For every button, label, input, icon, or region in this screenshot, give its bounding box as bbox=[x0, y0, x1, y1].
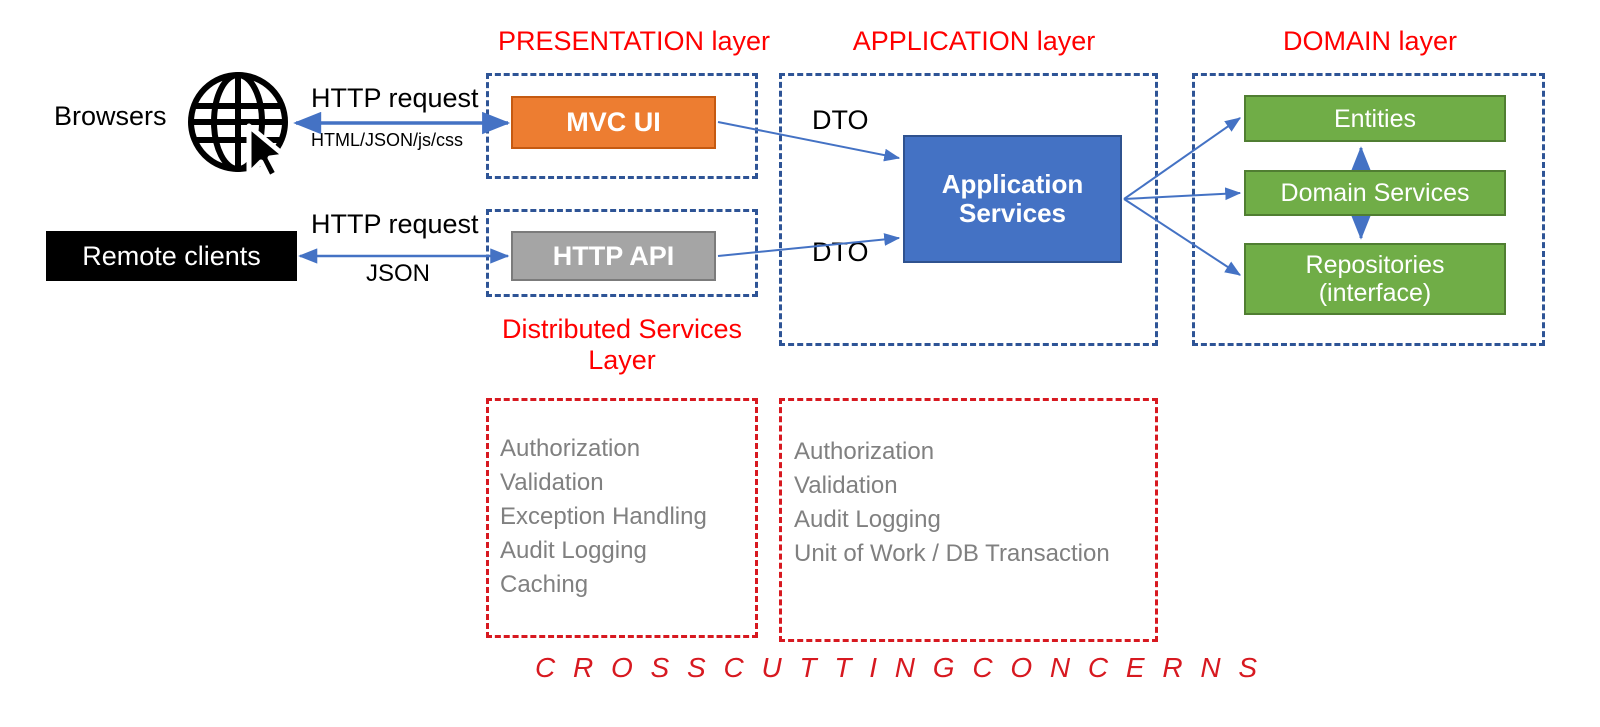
list-item: Exception Handling bbox=[500, 503, 707, 531]
list-item: Authorization bbox=[500, 435, 641, 462]
remote-clients-box: Remote clients bbox=[46, 231, 297, 281]
remote-http-request-label: HTTP request bbox=[311, 209, 479, 239]
distributed-services-title-line1: Distributed Services bbox=[501, 314, 743, 344]
http-api-box: HTTP API bbox=[511, 231, 716, 281]
browser-response-label: HTML/JSON/js/css bbox=[311, 130, 464, 150]
dto-bottom-label: DTO bbox=[812, 237, 869, 267]
repositories-line2: (interface) bbox=[1318, 279, 1432, 307]
list-item: Caching bbox=[500, 571, 589, 599]
entities-box: Entities bbox=[1244, 95, 1506, 142]
application-cross-cutting-box bbox=[779, 398, 1158, 642]
repositories-line1: Repositories bbox=[1305, 251, 1445, 279]
list-item: Validation bbox=[794, 472, 898, 500]
mvc-ui-box: MVC UI bbox=[511, 96, 716, 149]
application-services-box: Application Services bbox=[903, 135, 1122, 263]
remote-response-label: JSON bbox=[366, 260, 431, 287]
presentation-cross-cutting-box bbox=[486, 398, 758, 638]
application-cross-cutting-list: Authorization Validation Audit Logging U… bbox=[794, 435, 1110, 571]
list-item: Audit Logging bbox=[500, 537, 647, 565]
list-item: Validation bbox=[500, 469, 604, 497]
domain-layer-title: DOMAIN layer bbox=[1282, 26, 1458, 56]
presentation-cross-cutting-list: Authorization Validation Exception Handl… bbox=[500, 432, 707, 602]
application-services-line2: Services bbox=[959, 198, 1066, 228]
application-layer-title: APPLICATION layer bbox=[852, 26, 1096, 56]
dto-top-label: DTO bbox=[812, 105, 869, 135]
cross-cutting-concerns-footer: C R O S S C U T T I N G C O N C E R N S bbox=[535, 652, 1263, 683]
repositories-box: Repositories (interface) bbox=[1244, 243, 1506, 315]
browser-http-request-label: HTTP request bbox=[311, 83, 479, 113]
list-item: Authorization bbox=[794, 438, 935, 465]
list-item: Unit of Work / DB Transaction bbox=[794, 540, 1110, 568]
presentation-layer-title: PRESENTATION layer bbox=[498, 26, 771, 56]
distributed-services-layer-title: Distributed Services Layer bbox=[486, 314, 758, 376]
globe-with-cursor-icon bbox=[186, 70, 298, 181]
distributed-services-title-line2: Layer bbox=[588, 345, 656, 376]
application-services-line1: Application bbox=[941, 168, 1084, 199]
list-item: Audit Logging bbox=[794, 506, 941, 534]
domain-services-box: Domain Services bbox=[1244, 170, 1506, 216]
browsers-label: Browsers bbox=[54, 101, 167, 131]
